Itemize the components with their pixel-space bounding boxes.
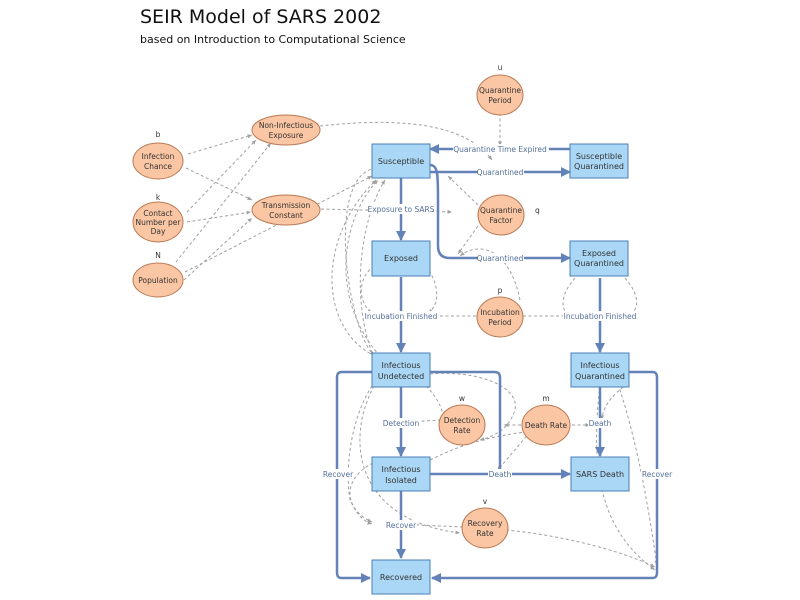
flow-label-incubation-finished-right: Incubation Finished (564, 312, 637, 321)
flow-label-quarantine-time-expired: Quarantine Time Expired (453, 145, 547, 154)
flow-label-quarantined-susceptible: Quarantined (477, 168, 524, 177)
param-symbol: p (498, 286, 503, 295)
stock-sars-death[interactable]: SARS Death (570, 456, 630, 492)
param-symbol: m (542, 394, 549, 403)
aux-label: Rate (476, 529, 494, 538)
stock-label: Susceptible (576, 152, 622, 161)
stock-susceptible-quarantined[interactable]: Susceptible Quarantined (569, 143, 629, 179)
flow-label-incubation-finished-left: Incubation Finished (365, 312, 438, 321)
aux-label: Death Rate (525, 421, 568, 430)
stock-exposed-quarantined[interactable]: Exposed Quarantined (569, 240, 629, 277)
aux-label: Recovery (468, 519, 503, 528)
aux-population[interactable]: N Population (132, 251, 184, 298)
stock-label: Undetected (378, 372, 425, 381)
stock-susceptible[interactable]: Susceptible (371, 143, 431, 179)
stock-infectious-undetected[interactable]: Infectious Undetected (371, 352, 431, 388)
stock-label: Quarantined (575, 372, 625, 381)
flow-labels: Quarantine Time Expired Quarantined Expo… (322, 144, 673, 530)
aux-label: Rate (453, 426, 471, 435)
stock-label: Isolated (385, 476, 417, 485)
aux-label: Quarantine (479, 86, 521, 95)
stock-infectious-quarantined[interactable]: Infectious Quarantined (570, 352, 630, 388)
aux-label: Contact (143, 209, 172, 218)
flow-label-death-isolated: Death (489, 470, 512, 479)
aux-quarantine-period[interactable]: u Quarantine Period (476, 63, 524, 116)
aux-label: Incubation (480, 308, 520, 317)
stock-label: Recovered (380, 573, 422, 582)
aux-label: Period (488, 318, 512, 327)
stock-infectious-isolated[interactable]: Infectious Isolated (371, 456, 431, 492)
stock-label: Exposed (582, 249, 616, 258)
stock-label: Infectious (580, 361, 619, 370)
param-symbol: v (483, 497, 488, 506)
aux-label: Infection (142, 152, 175, 161)
stock-label: SARS Death (576, 470, 624, 479)
aux-non-infectious-exposure[interactable]: Non-Infectious Exposure (251, 114, 321, 146)
aux-label: Quarantine (480, 206, 522, 215)
aux-label: Chance (144, 162, 172, 171)
aux-recovery-rate[interactable]: v Recovery Rate (461, 497, 509, 549)
aux-transmission-constant[interactable]: Transmission Constant (251, 194, 321, 226)
aux-detection-rate[interactable]: w Detection Rate (438, 394, 486, 446)
param-symbol: b (156, 130, 161, 139)
aux-label: Factor (490, 216, 514, 225)
flow-label-recover-right: Recover (642, 470, 673, 479)
aux-death-rate[interactable]: m Death Rate (521, 394, 571, 446)
aux-label: Number per (136, 218, 182, 227)
aux-label: Population (138, 276, 178, 285)
flow-label-detection: Detection (383, 419, 420, 428)
stock-label: Quarantined (574, 259, 624, 268)
aux-label: Day (151, 227, 166, 236)
param-symbol: w (459, 394, 465, 403)
flow-label-recover-left: Recover (323, 470, 354, 479)
param-symbol: q (535, 206, 540, 215)
stock-label: Infectious (381, 361, 420, 370)
stock-label: Quarantined (574, 162, 624, 171)
aux-infection-chance[interactable]: b Infection Chance (132, 130, 184, 180)
aux-label: Detection (444, 416, 481, 425)
information-links (175, 113, 659, 571)
aux-incubation-period[interactable]: p Incubation Period (476, 286, 524, 338)
stock-recovered[interactable]: Recovered (371, 559, 431, 595)
aux-label: Constant (269, 211, 303, 220)
page-title: SEIR Model of SARS 2002 (140, 6, 382, 28)
page-subtitle: based on Introduction to Computational S… (140, 33, 406, 46)
stock-label: Infectious (381, 465, 420, 474)
param-symbol: N (155, 251, 161, 260)
aux-label: Non-Infectious (259, 121, 313, 130)
stock-exposed[interactable]: Exposed (371, 240, 431, 277)
flow-label-recover-isolated: Recover (386, 521, 417, 530)
flow-label-exposure-to-sars: Exposure to SARS (367, 205, 434, 214)
stock-label: Susceptible (378, 157, 424, 166)
param-symbol: k (156, 193, 161, 202)
aux-contact-number-per-day[interactable]: k Contact Number per Day (132, 193, 184, 243)
aux-label: Transmission (261, 201, 311, 210)
flow-label-death-quarantined: Death (589, 419, 612, 428)
stock-label: Exposed (384, 254, 418, 263)
aux-label: Exposure (269, 131, 304, 140)
aux-quarantine-factor[interactable]: q Quarantine Factor (477, 194, 540, 236)
flow-label-quarantined-exposed: Quarantined (477, 254, 524, 263)
aux-label: Period (488, 96, 512, 105)
param-symbol: u (498, 63, 503, 72)
